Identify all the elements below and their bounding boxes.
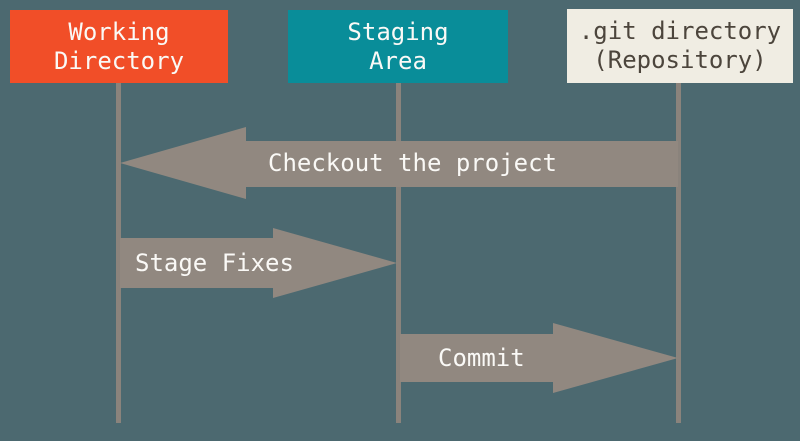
arrow-head-right-icon: [273, 228, 397, 298]
arrow-head-left-icon: [120, 127, 246, 199]
git-directory-box: .git directory (Repository): [567, 9, 793, 83]
stage-fixes-arrow: Stage Fixes: [120, 228, 397, 298]
git-directory-lifeline: [676, 83, 681, 423]
stage-fixes-arrow-label: Stage Fixes: [135, 249, 294, 277]
checkout-arrow-label: Checkout the project: [268, 149, 557, 177]
commit-arrow: Commit: [400, 323, 678, 393]
checkout-arrow-shaft: [246, 141, 678, 187]
stage-fixes-arrow-shaft: [120, 238, 273, 288]
working-directory-box: Working Directory: [10, 10, 228, 83]
commit-arrow-shaft: [400, 334, 553, 382]
working-directory-lifeline: [116, 83, 121, 423]
checkout-arrow: Checkout the project: [120, 127, 678, 199]
staging-area-box: Staging Area: [288, 10, 508, 83]
commit-arrow-label: Commit: [438, 344, 525, 372]
staging-area-lifeline: [396, 83, 401, 423]
arrow-head-right-icon: [553, 323, 678, 393]
